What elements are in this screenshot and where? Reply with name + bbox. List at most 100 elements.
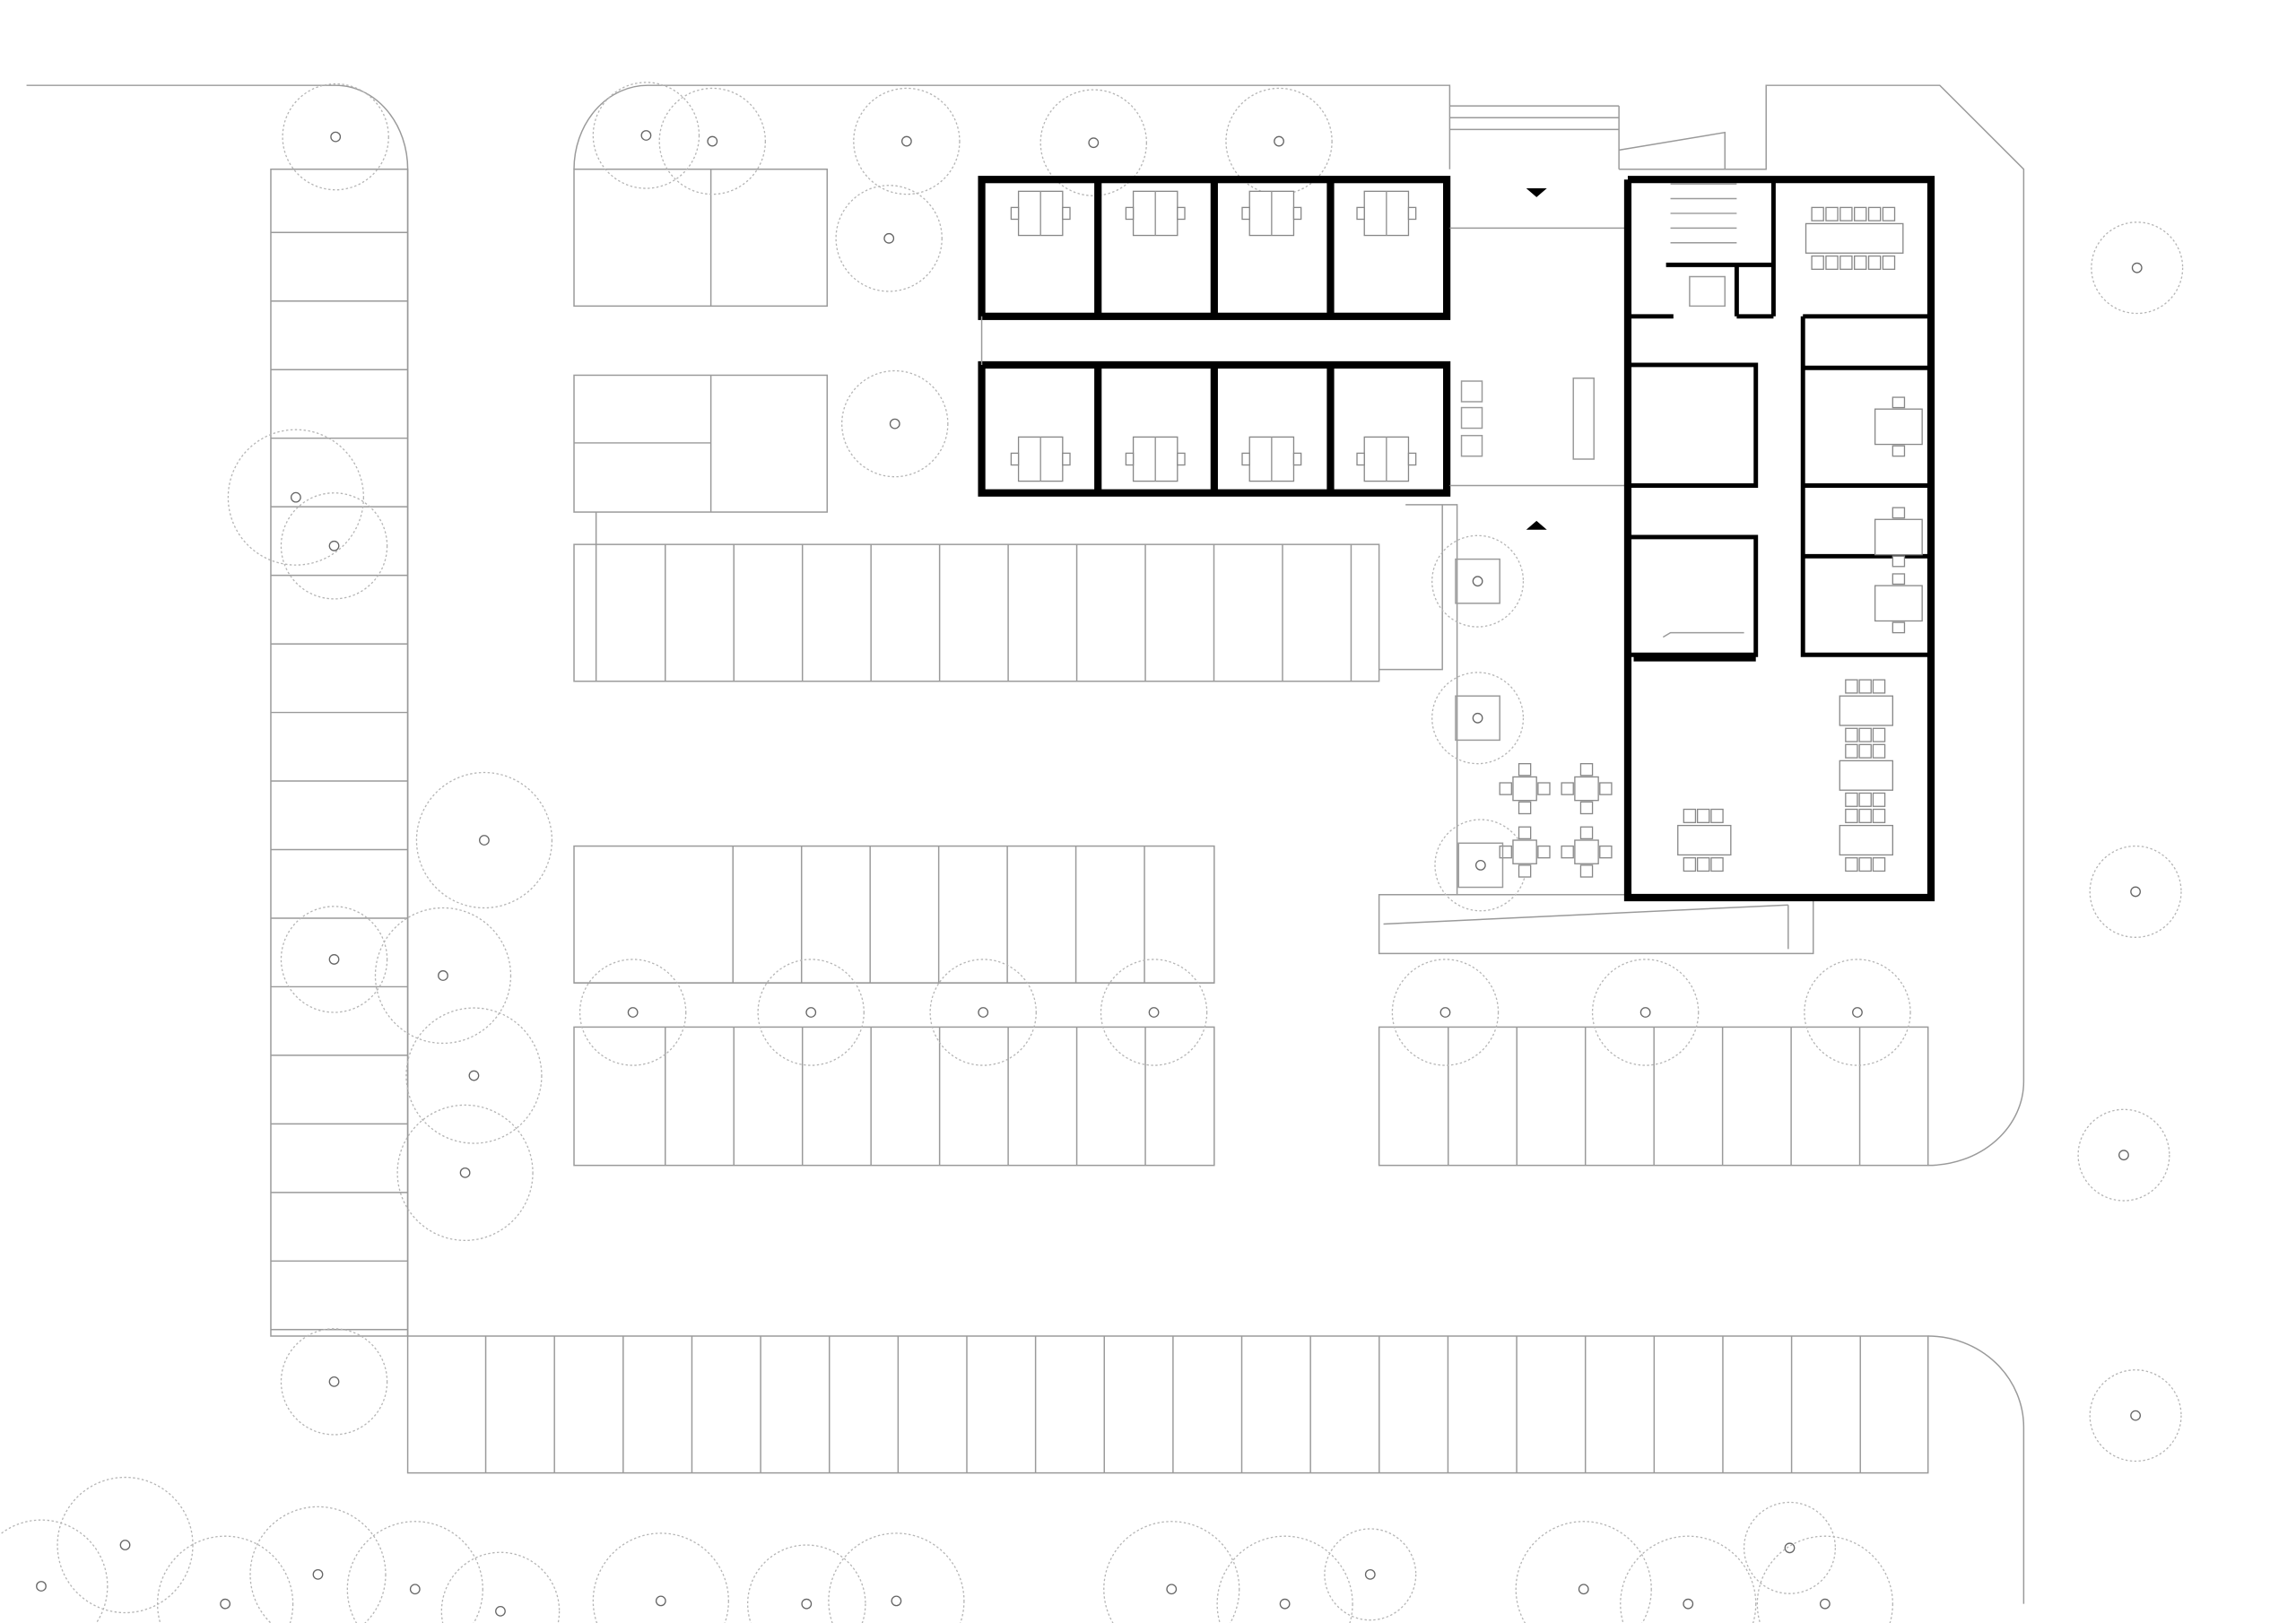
tree-trunk (1639, 1007, 1651, 1018)
tree-trunk (891, 1595, 902, 1607)
chair (1292, 452, 1302, 466)
desk-icon (1241, 190, 1302, 237)
chair (1407, 452, 1417, 466)
table-icon (1839, 808, 1893, 872)
tree-icon (1431, 672, 1525, 765)
table (1839, 824, 1893, 856)
chair (1872, 808, 1886, 823)
tree-canopy (227, 429, 365, 566)
tree-icon (1391, 959, 1500, 1066)
tree-trunk (627, 1007, 639, 1018)
tree-trunk (2118, 1150, 2129, 1161)
desk (1874, 408, 1923, 446)
chair (1177, 452, 1186, 466)
tree-canopy (2091, 221, 2184, 315)
tree-icon (280, 1328, 388, 1436)
tree-canopy (280, 492, 388, 600)
tree-trunk (312, 1568, 324, 1580)
tree-icon (929, 959, 1037, 1066)
chair (1696, 857, 1710, 872)
tree-canopy (658, 87, 767, 195)
tree-trunk (328, 954, 340, 965)
chair (1241, 206, 1250, 221)
tree-canopy (1039, 89, 1148, 196)
tree-canopy (249, 1506, 387, 1623)
desk-icon (1356, 436, 1417, 482)
tree-trunk (1472, 712, 1483, 724)
tree-icon (592, 1532, 729, 1623)
tree-canopy (1216, 1535, 1353, 1623)
tree-icon (346, 1521, 483, 1623)
desk-icon (1125, 190, 1186, 237)
table-icon (1805, 206, 1904, 270)
desk-icon (1125, 436, 1186, 482)
tree-canopy (156, 1535, 294, 1623)
table (1839, 695, 1893, 726)
tree-trunk (328, 540, 340, 551)
tree-trunk (1166, 1584, 1178, 1595)
tree-icon (578, 959, 687, 1066)
chair (1858, 808, 1872, 823)
tree-trunk (801, 1598, 813, 1610)
tree-canopy (280, 1328, 388, 1436)
chair (1882, 206, 1896, 221)
tree-icon (440, 1551, 561, 1623)
tree-trunk (1474, 859, 1486, 871)
chair (1579, 826, 1594, 840)
tree-icon (1591, 959, 1700, 1066)
tree-trunk (1852, 1007, 1863, 1018)
table (1839, 759, 1893, 791)
tree-canopy (747, 1544, 866, 1623)
tree-canopy (592, 1532, 729, 1623)
planter (1455, 695, 1500, 742)
tree-trunk (220, 1598, 231, 1610)
chair (1854, 255, 1867, 270)
chair (1407, 206, 1417, 221)
tree-trunk (1819, 1598, 1831, 1610)
tree-canopy (853, 87, 961, 195)
chair (1292, 206, 1302, 221)
tree-icon (1225, 87, 1333, 195)
tree-trunk (1148, 1007, 1160, 1018)
tree-trunk (900, 135, 912, 147)
tree-trunk (1472, 576, 1483, 587)
tree-canopy (929, 959, 1037, 1066)
chair (1845, 679, 1858, 694)
chair (1599, 845, 1613, 859)
furniture (1010, 190, 1923, 889)
chair (1599, 782, 1613, 795)
chair (1537, 845, 1551, 859)
tree-trunk (1784, 1542, 1796, 1554)
site-block (573, 168, 829, 308)
table-icon (1839, 679, 1893, 742)
tree-trunk (1279, 1598, 1291, 1610)
chair (1356, 452, 1365, 466)
table (1512, 839, 1537, 864)
tree-icon (747, 1544, 866, 1623)
tree-icon (1620, 1535, 1757, 1623)
chair (1845, 808, 1858, 823)
tree-trunk (36, 1581, 47, 1592)
tree-icon (282, 82, 389, 191)
tree-canopy (1804, 959, 1911, 1066)
tree-icon (1431, 534, 1525, 628)
desk-icon (1010, 190, 1071, 237)
chair (1825, 206, 1839, 221)
tree-trunk (655, 1595, 666, 1607)
tree-icon (1100, 959, 1208, 1066)
chair (1872, 679, 1886, 694)
building (978, 176, 1935, 902)
tree-icon (2077, 1108, 2170, 1202)
parking-lot (406, 1335, 1929, 1474)
tree-canopy (828, 1532, 965, 1623)
table (1677, 824, 1732, 856)
parking-lot (573, 543, 1380, 682)
desk-icon (1874, 507, 1923, 568)
table (1805, 222, 1904, 254)
chair (1356, 206, 1365, 221)
tree-canopy (1743, 1501, 1836, 1594)
cafe-table-icon (1499, 763, 1551, 815)
chair (1854, 206, 1867, 221)
table-icon (1839, 743, 1893, 807)
chair (1710, 808, 1724, 823)
